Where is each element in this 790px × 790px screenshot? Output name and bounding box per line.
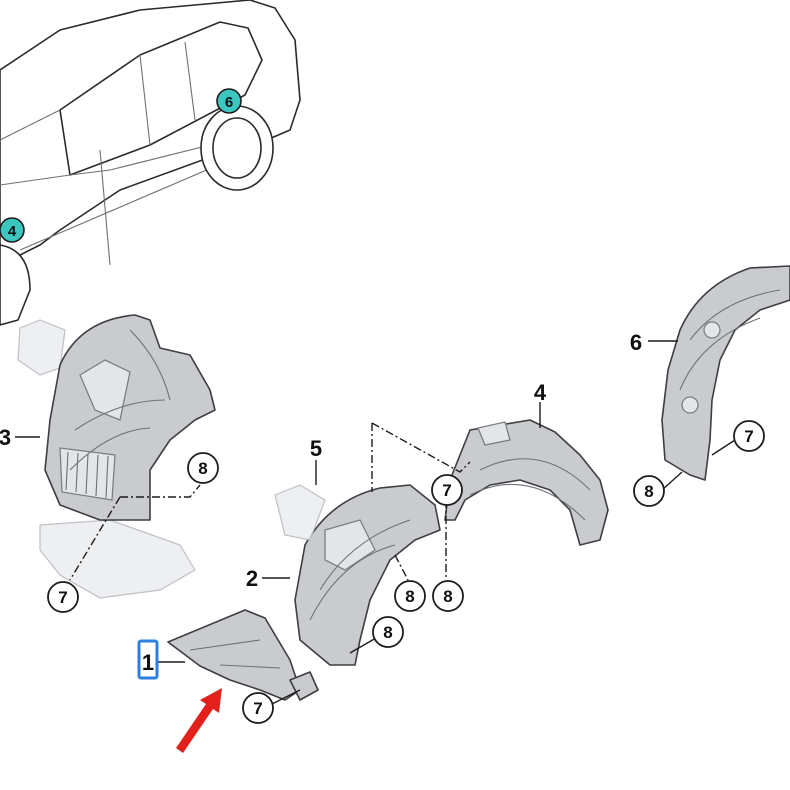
callout-8-center-a-text: 8 bbox=[405, 587, 414, 606]
car-marker-4 bbox=[0, 217, 25, 243]
callout-7-center-top: 7 bbox=[431, 474, 463, 506]
callout-8-center-b: 8 bbox=[432, 580, 464, 612]
callout-8-center-a: 8 bbox=[394, 580, 426, 612]
part-6-label: 6 bbox=[630, 330, 642, 355]
red-arrow-indicator bbox=[176, 688, 222, 753]
part-2-label: 2 bbox=[246, 566, 258, 591]
part-6-rear-right-liner bbox=[661, 265, 790, 481]
callout-7-lower-text: 7 bbox=[253, 699, 262, 718]
part-3-front-left-liner bbox=[17, 314, 216, 599]
leader-lines bbox=[15, 340, 736, 706]
part-3-label: 3 bbox=[0, 425, 11, 450]
part-2-front-right-liner bbox=[274, 484, 441, 701]
part-1-lower-cover bbox=[167, 609, 301, 701]
car-marker-4-text: 4 bbox=[8, 223, 17, 240]
part-5-label: 5 bbox=[310, 436, 322, 461]
callout-7-left: 7 bbox=[47, 581, 79, 613]
callout-7-right: 7 bbox=[733, 420, 765, 452]
callout-7-left-text: 7 bbox=[58, 588, 67, 607]
callout-8-right-text: 8 bbox=[644, 482, 653, 501]
callout-8-left: 8 bbox=[187, 452, 219, 484]
part-4-rear-left-liner bbox=[444, 419, 609, 546]
part-1-label-highlight bbox=[137, 639, 159, 680]
callout-7-center-top-text: 7 bbox=[442, 481, 451, 500]
part-4-label: 4 bbox=[534, 380, 547, 405]
car-marker-6-text: 6 bbox=[225, 94, 233, 111]
car-outline: 6 4 bbox=[0, 0, 301, 326]
callout-8-lower: 8 bbox=[372, 616, 404, 648]
callout-8-right: 8 bbox=[633, 475, 665, 507]
callout-8-center-b-text: 8 bbox=[443, 587, 452, 606]
callout-7-right-text: 7 bbox=[744, 427, 753, 446]
callout-8-left-text: 8 bbox=[198, 459, 207, 478]
callout-8-lower-text: 8 bbox=[383, 623, 392, 642]
car-marker-6 bbox=[216, 88, 242, 114]
part-1-label: 1 bbox=[142, 650, 154, 675]
callout-7-lower: 7 bbox=[242, 692, 274, 724]
